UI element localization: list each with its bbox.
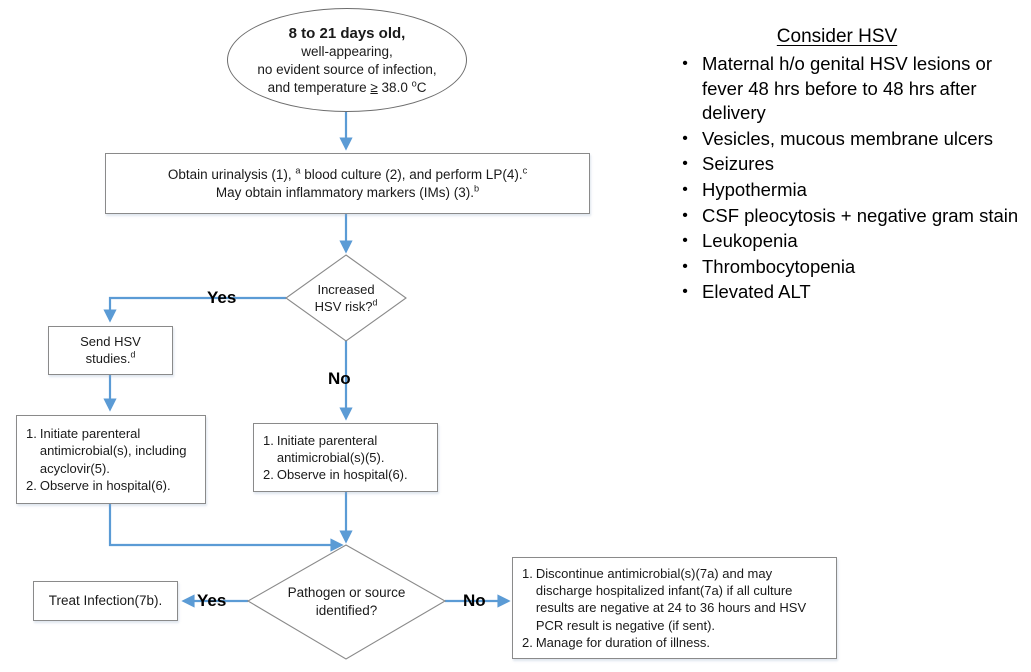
workup-line-1: Obtain urinalysis (1), a blood culture (… [168, 166, 527, 184]
send-hsv-line-1: Send HSV [80, 333, 141, 349]
bullet-icon: • [682, 232, 688, 250]
pathogen-line-1: Pathogen or source [287, 585, 406, 601]
list-text: Initiate parenteral antimicrobial(s)(5). [276, 432, 385, 465]
treat-infection-box: Treat Infection(7b). [33, 581, 178, 621]
footnote-d-sup: d [372, 297, 378, 308]
list-item: • Seizures [668, 152, 1028, 177]
list-text: Observe in hospital(6). [276, 467, 408, 483]
list-text: Maternal h/o genital HSV lesions or feve… [702, 53, 992, 124]
footnote-c-sup: c [522, 165, 528, 176]
treat-standard-box: 1. Initiate parenteral antimicrobial(s)(… [253, 423, 438, 492]
list-item: • Hypothermia [668, 178, 1028, 203]
degree-symbol: o [411, 78, 417, 89]
acyclovir-ordered-list: 1. Initiate parenteral antimicrobial(s),… [17, 421, 205, 498]
bullet-icon: • [682, 180, 688, 198]
start-line-source: no evident source of infection, [257, 61, 437, 77]
consider-hsv-panel: Consider HSV • Maternal h/o genital HSV … [668, 26, 1028, 306]
list-item: • Thrombocytopenia [668, 255, 1028, 280]
bullet-icon: • [682, 283, 688, 301]
bullet-icon: • [682, 206, 688, 224]
list-text: Leukopenia [702, 230, 798, 252]
list-text: Initiate parenteral antimicrobial(s), in… [39, 425, 187, 476]
discontinue-ordered-list: 1. Discontinue antimicrobial(s)(7a) and … [513, 561, 836, 655]
list-item: 2. Manage for duration of illness. [522, 634, 827, 651]
list-text: Thrombocytopenia [702, 255, 856, 277]
standard-ordered-list: 1. Initiate parenteral antimicrobial(s)(… [254, 428, 437, 488]
list-text: CSF pleocytosis + negative gram stain [702, 204, 1019, 226]
hsv-risk-line-1: Increased [317, 281, 375, 297]
send-hsv-line-2: studies.d [80, 349, 141, 368]
start-line-appearance: well-appearing, [301, 44, 393, 60]
bullet-icon: • [682, 129, 688, 147]
hsv-risk-diamond: Increased HSV risk?d [286, 255, 406, 341]
footnote-d-sup-2: d [130, 349, 136, 360]
list-item: • Elevated ALT [668, 280, 1028, 305]
list-item: • CSF pleocytosis + negative gram stain [668, 204, 1028, 229]
footnote-b-sup: b [473, 183, 480, 193]
list-text: Discontinue antimicrobial(s)(7a) and may… [535, 565, 807, 633]
start-temp-prefix: and temperature [267, 79, 371, 95]
greater-equal-symbol: ≥ [370, 79, 378, 95]
list-item: 1. Discontinue antimicrobial(s)(7a) and … [522, 565, 827, 634]
bullet-icon: • [682, 55, 688, 72]
list-item: 1. Initiate parenteral antimicrobial(s),… [26, 425, 196, 477]
list-item: 1. Initiate parenteral antimicrobial(s)(… [263, 432, 428, 467]
workup-urinalysis-text: Obtain urinalysis (1), [167, 166, 296, 182]
list-item: 2. Observe in hospital(6). [26, 477, 196, 494]
hsv-risk-yes-label: Yes [207, 288, 237, 307]
workup-box: Obtain urinalysis (1), a blood culture (… [105, 153, 590, 214]
treat-infection-text: Treat Infection(7b). [48, 593, 163, 609]
list-item: • Vesicles, mucous membrane ulcers [668, 127, 1028, 152]
hsv-risk-question: HSV risk? [314, 299, 373, 314]
list-item: 2. Observe in hospital(6). [263, 466, 428, 483]
pathogen-yes-label: Yes [197, 591, 227, 610]
workup-ims-text: May obtain inflammatory markers (IMs) (3… [215, 184, 474, 200]
list-text: Vesicles, mucous membrane ulcers [702, 127, 993, 149]
list-number: 1. [522, 565, 533, 581]
list-text: Observe in hospital(6). [39, 477, 171, 493]
treat-with-acyclovir-box: 1. Initiate parenteral antimicrobial(s),… [16, 415, 206, 504]
send-hsv-studies-text: studies. [85, 350, 131, 366]
list-number: 1. [26, 425, 37, 441]
start-line-age: 8 to 21 days old, [288, 24, 406, 42]
send-hsv-box: Send HSV studies.d [48, 326, 173, 375]
consider-hsv-title: Consider HSV [776, 26, 898, 47]
bullet-icon: • [682, 257, 688, 275]
hsv-risk-line-2: HSV risk?d [315, 298, 378, 315]
discontinue-box: 1. Discontinue antimicrobial(s)(7a) and … [512, 557, 837, 659]
list-item: • Leukopenia [668, 229, 1028, 254]
hsv-risk-no-label: No [328, 369, 351, 388]
list-text: Elevated ALT [702, 281, 811, 303]
list-text: Hypothermia [702, 178, 807, 200]
list-number: 2. [26, 477, 37, 493]
workup-culture-text: blood culture (2), and perform LP(4). [300, 166, 523, 182]
list-number: 2. [522, 634, 533, 650]
list-number: 2. [263, 467, 274, 483]
start-line-temperature: and temperature ≥ 38.0 oC [257, 78, 436, 97]
list-item: • Maternal h/o genital HSV lesions or fe… [668, 52, 1028, 126]
start-ellipse: 8 to 21 days old, well-appearing, no evi… [227, 8, 467, 112]
pathogen-line-2: identified? [315, 603, 378, 618]
pathogen-no-label: No [463, 591, 486, 610]
pathogen-source-diamond: Pathogen or source identified? [248, 545, 445, 659]
list-text: Manage for duration of illness. [535, 634, 710, 650]
start-temp-unit: C [416, 79, 427, 95]
consider-hsv-list: • Maternal h/o genital HSV lesions or fe… [668, 52, 1028, 305]
list-number: 1. [263, 432, 274, 448]
workup-line-2: May obtain inflammatory markers (IMs) (3… [168, 183, 527, 202]
footnote-a-sup: a [295, 165, 301, 176]
start-temp-value: 38.0 [377, 79, 412, 95]
edge-acyclovir-to-pathogen [108, 504, 344, 552]
edge-hsv-yes-to-send-hsv [103, 296, 286, 323]
list-text: Seizures [702, 153, 774, 175]
bullet-icon: • [682, 155, 688, 173]
